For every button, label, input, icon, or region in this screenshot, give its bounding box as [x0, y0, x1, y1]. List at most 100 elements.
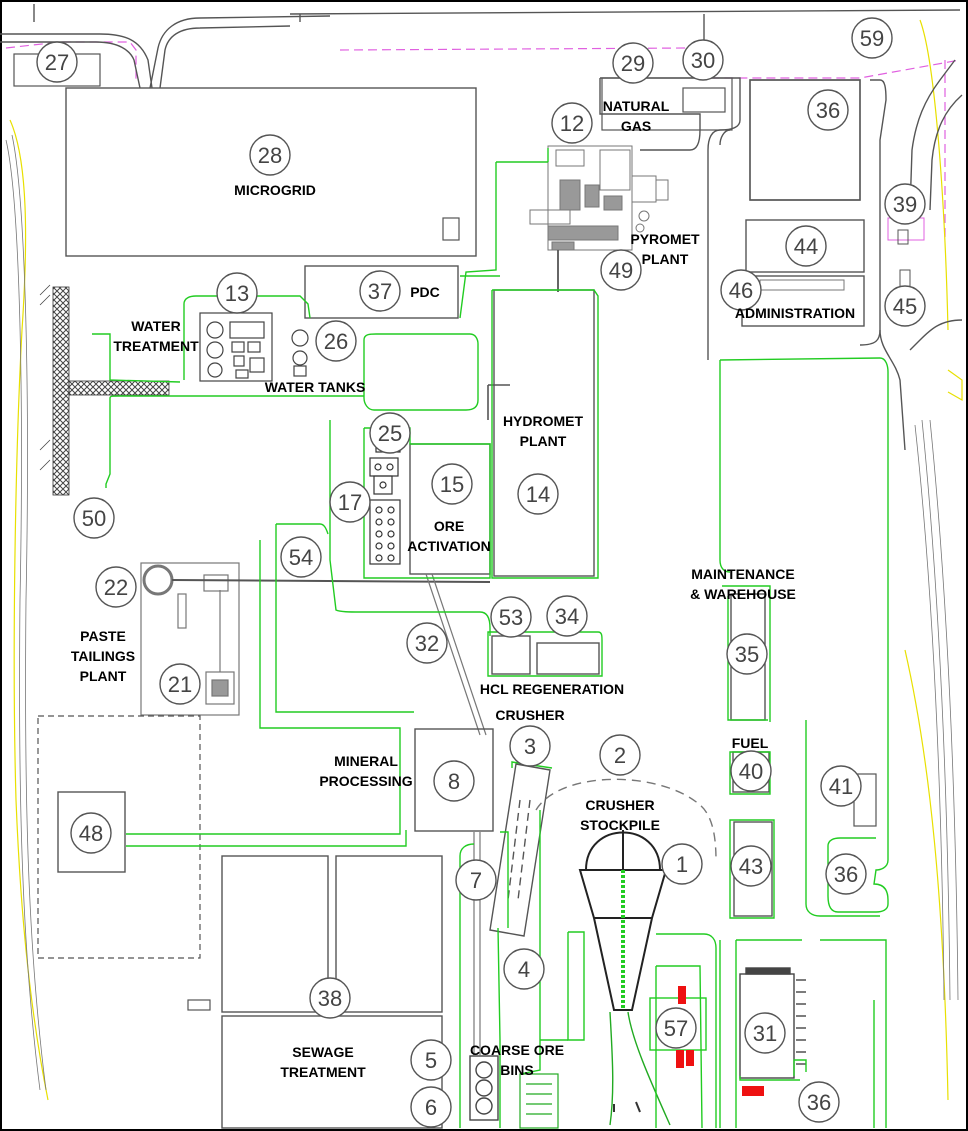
marker-circle [825, 853, 867, 895]
marker-28: 28 [249, 134, 291, 176]
mineral-processing-building [414, 728, 494, 832]
marker-45: 45 [884, 285, 926, 327]
marker-2: 2 [599, 734, 641, 776]
marker-number: 54 [289, 545, 313, 570]
label-hydromet-2: PLANT [520, 433, 567, 449]
marker-number: 36 [816, 98, 840, 123]
marker-13: 13 [216, 272, 258, 314]
marker-number: 14 [526, 482, 550, 507]
coarse-ore-bins [469, 1055, 499, 1121]
marker-circle [730, 845, 772, 887]
marker-39: 39 [884, 183, 926, 225]
marker-circle [410, 1086, 452, 1128]
marker-circle [517, 473, 559, 515]
marker-number: 2 [614, 743, 626, 768]
marker-number: 39 [893, 192, 917, 217]
marker-circle [744, 1012, 786, 1054]
marker-41: 41 [820, 765, 862, 807]
marker-circle [884, 183, 926, 225]
marker-circle [410, 1039, 452, 1081]
marker-circle [884, 285, 926, 327]
marker-29: 29 [612, 42, 654, 84]
marker-number: 53 [499, 605, 523, 630]
microgrid-equipment [442, 217, 460, 241]
road-network [0, 4, 963, 451]
marker-4: 4 [503, 948, 545, 990]
label-water-treatment-1: WATER [131, 318, 181, 334]
marker-40: 40 [730, 750, 772, 792]
marker-number: 7 [470, 868, 482, 893]
marker-number: 12 [560, 111, 584, 136]
marker-number: 29 [621, 51, 645, 76]
water-treatment-equipment [199, 312, 273, 382]
marker-17: 17 [329, 481, 371, 523]
marker-32: 32 [406, 622, 448, 664]
marker-number: 38 [318, 986, 342, 1011]
marker-46: 46 [720, 269, 762, 311]
marker-circle [73, 497, 115, 539]
marker-number: 35 [735, 642, 759, 667]
marker-34: 34 [546, 595, 588, 637]
label-administration: ADMINISTRATION [735, 305, 855, 321]
marker-number: 28 [258, 143, 282, 168]
tailings-pipeline [52, 286, 170, 496]
terrain-lines [5, 134, 959, 1091]
marker-3: 3 [509, 725, 551, 767]
label-crusher: CRUSHER [495, 707, 564, 723]
marker-number: 46 [729, 278, 753, 303]
marker-number: 57 [664, 1016, 688, 1041]
pyromet-plant-equipment [529, 145, 669, 251]
label-pyromet-1: PYROMET [630, 231, 700, 247]
marker-circle [655, 1007, 697, 1049]
marker-circle [359, 270, 401, 312]
label-stockpile-2: STOCKPILE [580, 817, 660, 833]
marker-number: 15 [440, 472, 464, 497]
marker-number: 34 [555, 604, 579, 629]
label-ore-activation-1: ORE [434, 518, 464, 534]
site-edge-lines [9, 19, 963, 1101]
marker-number: 4 [518, 957, 530, 982]
marker-number: 37 [368, 279, 392, 304]
marker-number: 30 [691, 48, 715, 73]
sewage-small-structure [187, 999, 211, 1011]
ore-conveyor-32 [425, 573, 487, 736]
marker-circle [503, 948, 545, 990]
label-pdc: PDC [410, 284, 440, 300]
building-31 [739, 967, 795, 1079]
marker-circle [720, 269, 762, 311]
label-natural-gas-1: NATURAL [603, 98, 670, 114]
label-hcl-regeneration: HCL REGENERATION [480, 681, 624, 697]
marker-circle [730, 750, 772, 792]
marker-circle [280, 536, 322, 578]
pipeline-ticks [39, 284, 51, 471]
marker-number: 3 [524, 734, 536, 759]
marker-number: 48 [79, 821, 103, 846]
marker-circle [661, 843, 703, 885]
marker-44: 44 [785, 225, 827, 267]
label-pyromet-2: PLANT [642, 251, 689, 267]
marker-number: 22 [104, 575, 128, 600]
marker-21: 21 [159, 663, 201, 705]
marker-number: 8 [448, 769, 460, 794]
label-coarse-2: BINS [500, 1062, 533, 1078]
label-water-tanks: WATER TANKS [265, 379, 366, 395]
marker-number: 31 [753, 1021, 777, 1046]
building-36-north [749, 79, 861, 201]
marker-circle [433, 760, 475, 802]
pdc-building [304, 265, 459, 319]
marker-30: 30 [682, 39, 724, 81]
marker-36: 36 [825, 853, 867, 895]
marker-26: 26 [315, 320, 357, 362]
marker-number: 40 [739, 759, 763, 784]
marker-number: 45 [893, 294, 917, 319]
marker-circle [612, 42, 654, 84]
marker-circle [309, 977, 351, 1019]
marker-number: 49 [609, 258, 633, 283]
label-water-treatment-2: TREATMENT [113, 338, 199, 354]
tailings-conveyor [171, 579, 491, 583]
marker-circle [95, 566, 137, 608]
marker-57: 57 [655, 1007, 697, 1049]
marker-27: 27 [36, 41, 78, 83]
crusher-conveyor [489, 763, 551, 937]
label-maintenance-1: MAINTENANCE [691, 566, 794, 582]
